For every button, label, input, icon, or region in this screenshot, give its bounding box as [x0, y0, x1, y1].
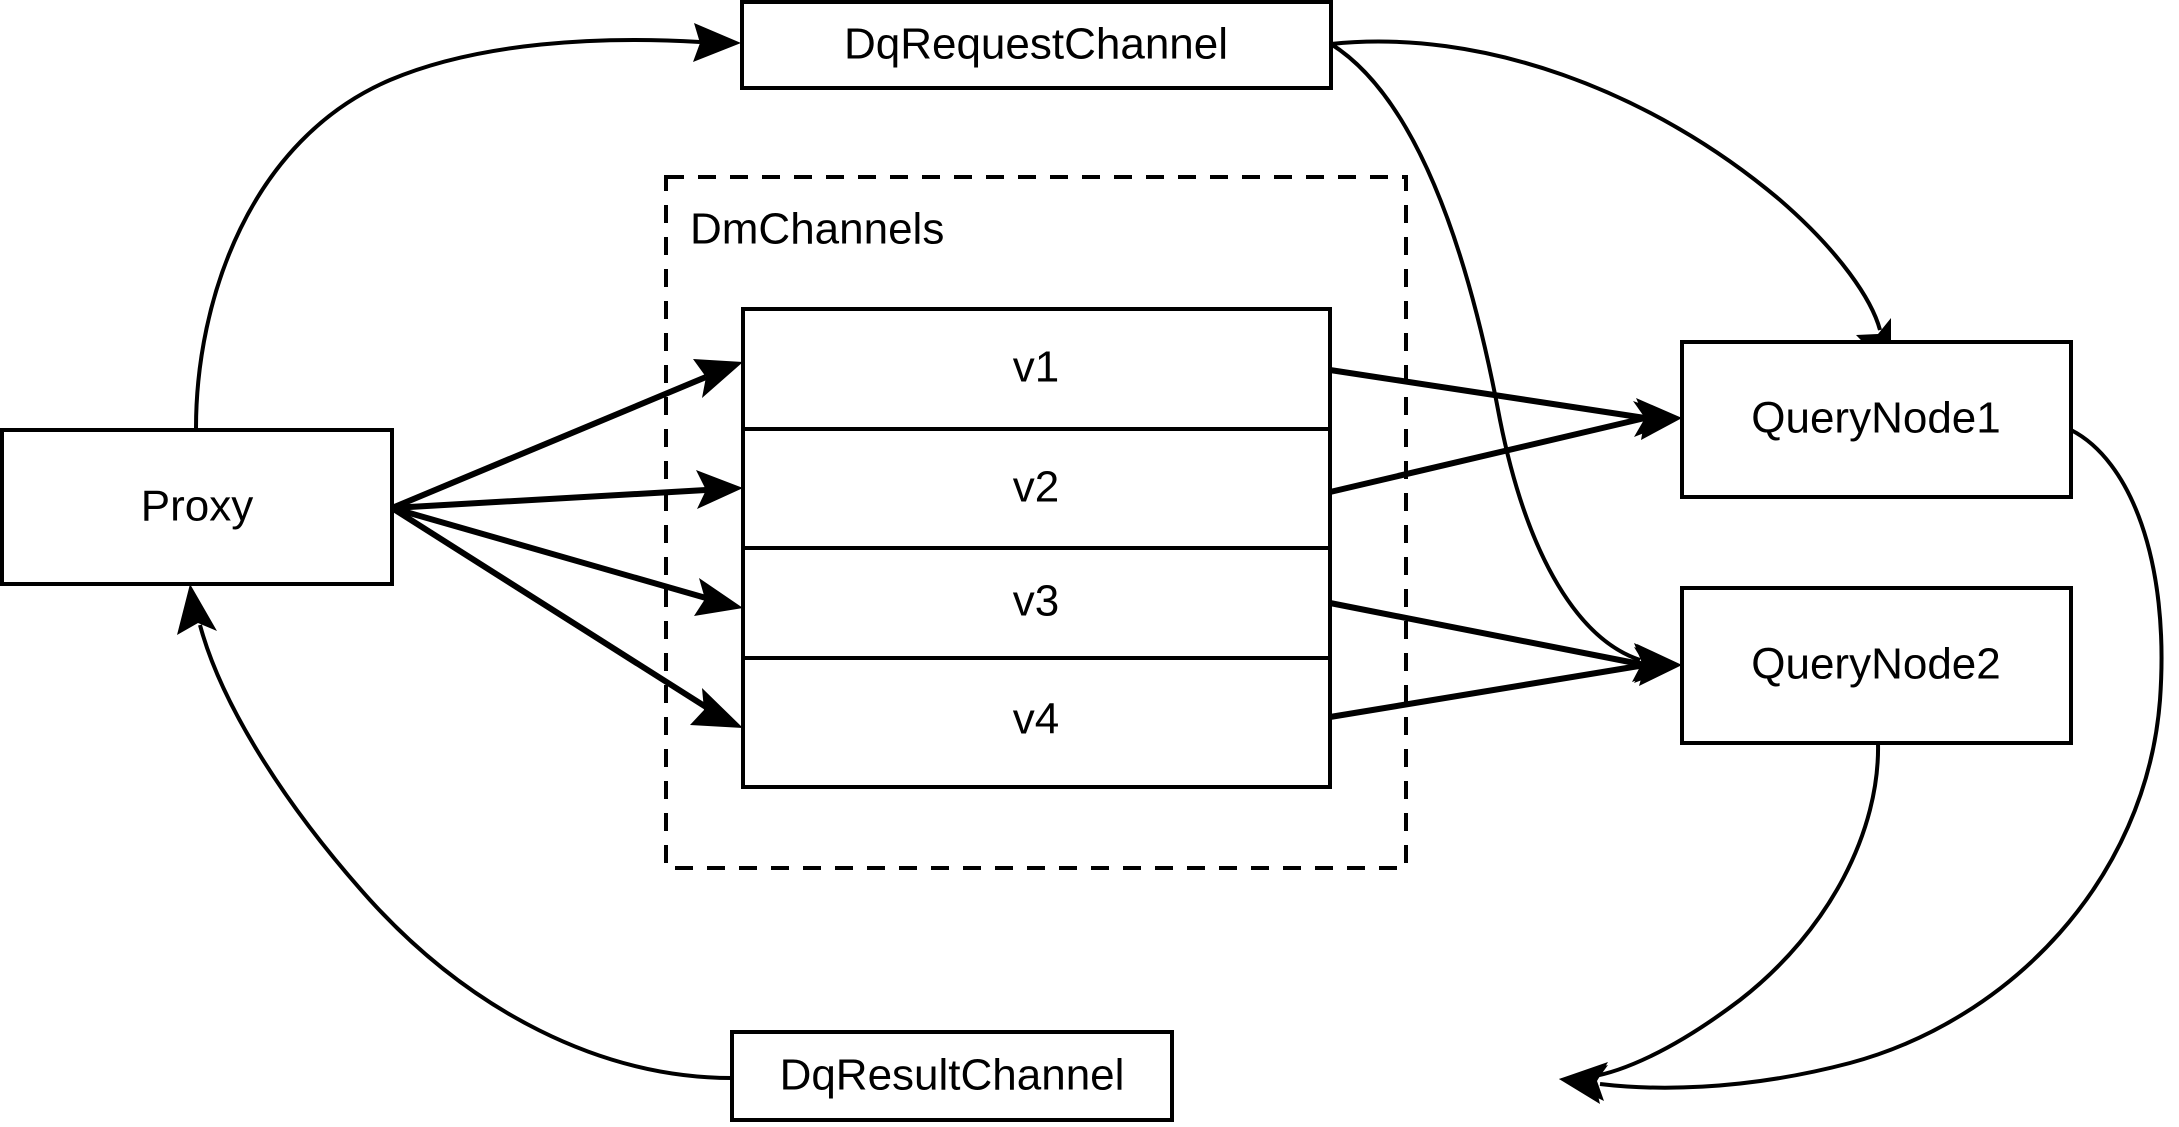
edge-proxy-to-v4 — [390, 505, 743, 728]
dm-channels-table[interactable]: v1 v2 v3 v4 — [741, 307, 1332, 789]
edge-v2-to-querynode1 — [1329, 401, 1682, 495]
edge-v1-to-querynode1 — [1329, 367, 1682, 437]
edge-dqrequestchannel-to-querynode1 — [1330, 39, 1891, 371]
edge-v3-to-querynode2 — [1329, 600, 1682, 683]
edge-proxy-to-v3 — [391, 505, 743, 616]
edge-dqresultchannel-to-proxy — [177, 584, 733, 1080]
node-query-node-1-label: QueryNode1 — [1751, 394, 2000, 443]
dm-channel-row-v1[interactable]: v1 — [1013, 343, 1059, 392]
node-dq-result-channel-label: DqResultChannel — [780, 1051, 1125, 1100]
dm-channel-row-v4[interactable]: v4 — [1013, 695, 1059, 744]
edge-v4-to-querynode2 — [1329, 647, 1682, 720]
dm-channels-group-label: DmChannels — [690, 205, 944, 254]
node-dq-request-channel-label: DqRequestChannel — [844, 20, 1228, 69]
edge-querynode2-to-dqresultchannel — [1559, 742, 1881, 1104]
edge-proxy-to-v1 — [390, 359, 743, 511]
edge-proxy-to-v2 — [391, 470, 743, 511]
edge-dqrequestchannel-to-querynode2 — [1329, 42, 1681, 682]
node-proxy-label: Proxy — [141, 482, 253, 531]
node-dq-result-channel[interactable]: DqResultChannel — [730, 1030, 1174, 1122]
node-query-node-1[interactable]: QueryNode1 — [1680, 340, 2073, 499]
dm-channel-row-v2[interactable]: v2 — [1013, 463, 1059, 512]
edge-proxy-to-dqrequestchannel — [194, 23, 741, 429]
node-query-node-2[interactable]: QueryNode2 — [1680, 586, 2073, 745]
node-dq-request-channel[interactable]: DqRequestChannel — [740, 0, 1333, 90]
dm-channels-group: DmChannels — [664, 175, 1408, 870]
node-proxy[interactable]: Proxy — [0, 428, 394, 586]
edge-querynode1-to-dqresultchannel — [1559, 428, 2164, 1101]
dm-channel-row-v3[interactable]: v3 — [1013, 577, 1059, 626]
node-query-node-2-label: QueryNode2 — [1751, 640, 2000, 689]
